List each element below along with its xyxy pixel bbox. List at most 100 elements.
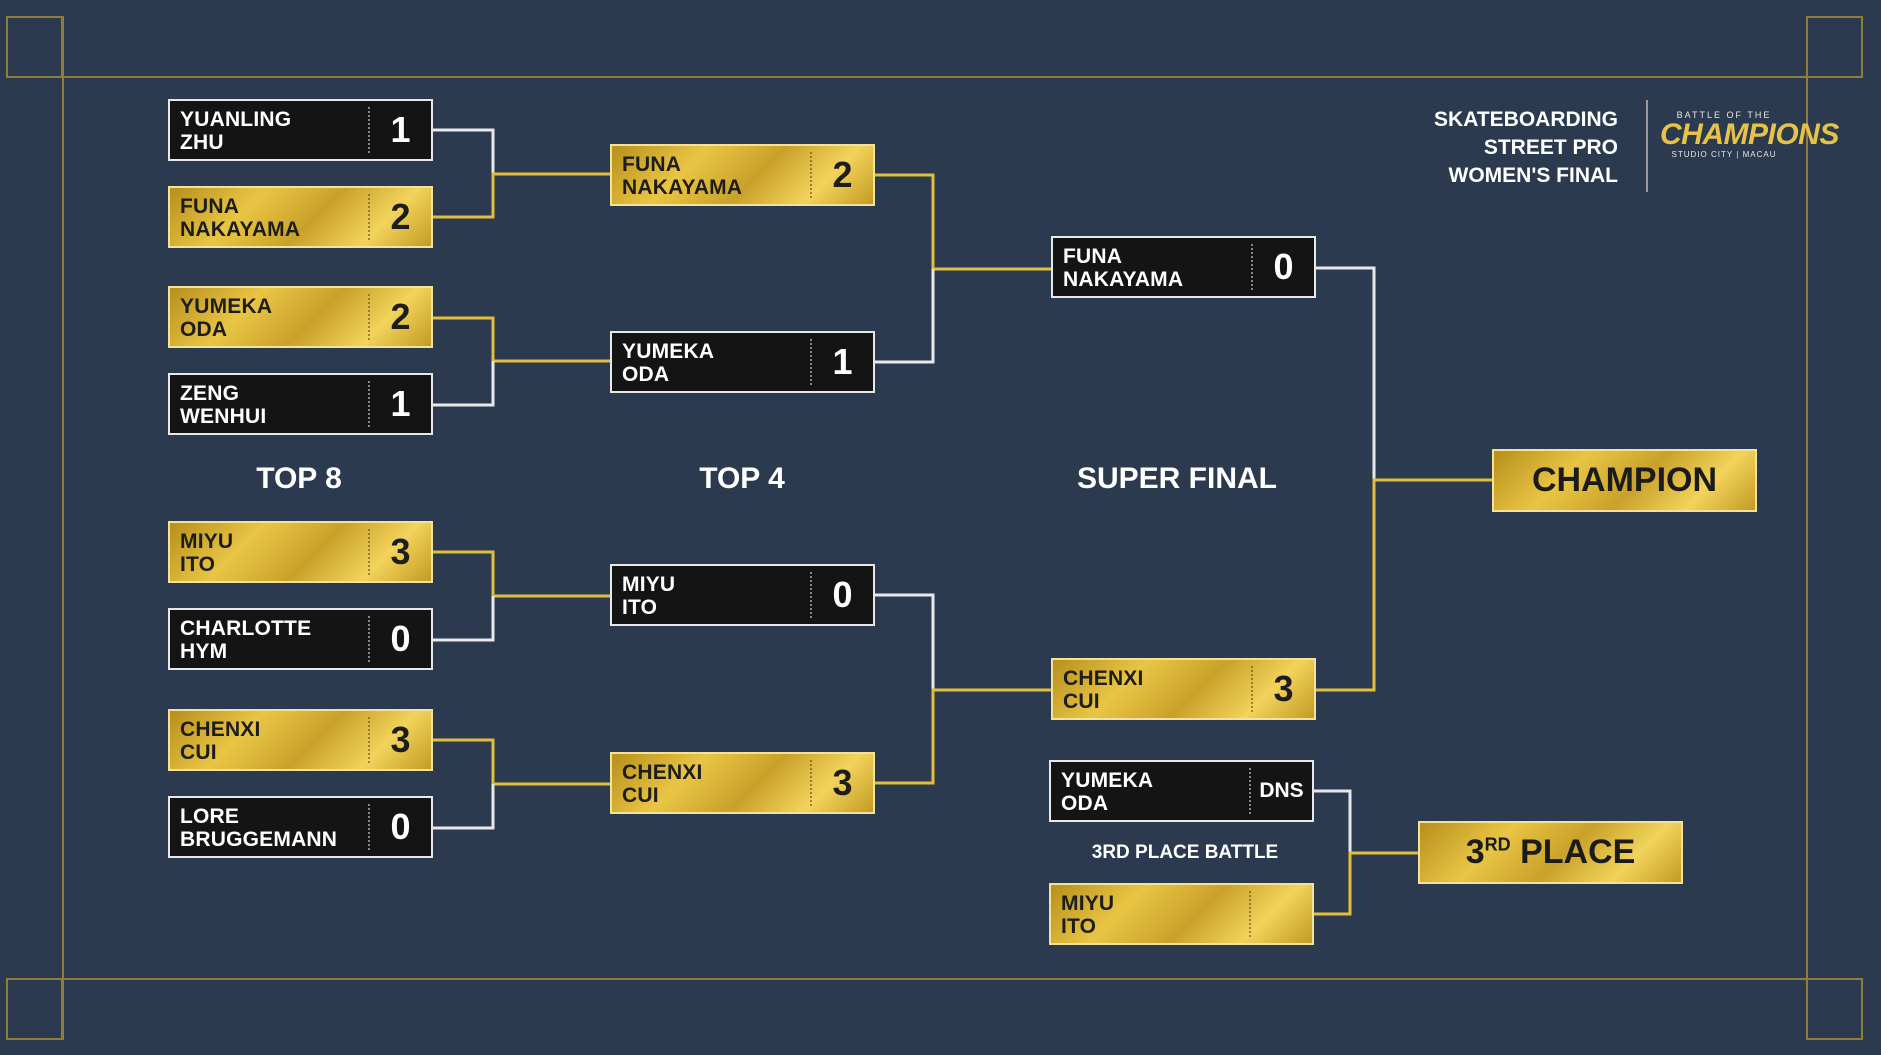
round-label-third-place-battle: 3RD PLACE BATTLE (1091, 842, 1279, 863)
top4-entry-4: CHENXI CUI 3 (610, 752, 875, 814)
connector-t8m2-winner (433, 316, 611, 363)
third-place-entry-2: MIYU ITO (1049, 883, 1314, 945)
top4-entry-2: YUMEKA ODA 1 (610, 331, 875, 393)
connector-t8m4-winner (433, 738, 611, 786)
champion-box: CHAMPION (1492, 449, 1757, 512)
athlete-score: 0 (390, 806, 411, 847)
third-place-box: 3RD PLACE (1418, 821, 1683, 884)
athlete-score: 3 (390, 719, 411, 760)
athlete-name: CHENXI CUI (1063, 667, 1144, 713)
athlete-score: 1 (390, 109, 411, 150)
score-divider (368, 194, 370, 240)
third-place-label: 3RD PLACE (1466, 833, 1636, 872)
top4-entry-1: FUNA NAKAYAMA 2 (610, 144, 875, 206)
athlete-name: MIYU ITO (622, 573, 676, 619)
score-divider (368, 107, 370, 153)
athlete-name: FUNA NAKAYAMA (180, 195, 301, 241)
athlete-name: CHENXI CUI (622, 761, 703, 807)
frame-border (6, 76, 1863, 980)
score-divider (810, 572, 812, 618)
score-divider (810, 339, 812, 385)
connector-t8m3-winner (433, 550, 611, 598)
athlete-score: 2 (390, 196, 411, 237)
score-divider (810, 152, 812, 198)
connector-t4m2-loser (875, 593, 935, 690)
connector-t4m2-winner (875, 688, 1052, 785)
score-divider (368, 804, 370, 850)
top8-entry-5: MIYU ITO 3 (168, 521, 433, 583)
score-divider (1251, 244, 1253, 290)
score-divider (368, 381, 370, 427)
top8-entry-4: ZENG WENHUI 1 (168, 373, 433, 435)
score-divider (1251, 666, 1253, 712)
top8-entry-1: YUANLING ZHU 1 (168, 99, 433, 161)
athlete-name: FUNA NAKAYAMA (622, 153, 743, 199)
logo-main-text: CHAMPIONS (1660, 118, 1839, 151)
event-title-line-3: WOMEN'S FINAL (1448, 164, 1618, 187)
connector-3rd-winner (1314, 851, 1418, 916)
connector-3rd-loser (1314, 789, 1352, 853)
athlete-score: 0 (1273, 246, 1294, 287)
top8-entry-7: CHENXI CUI 3 (168, 709, 433, 771)
round-label-top4: TOP 4 (699, 462, 785, 495)
title-divider (1646, 100, 1648, 192)
logo-bottom-text: STUDIO CITY | MACAU (1671, 150, 1777, 159)
score-divider (368, 529, 370, 575)
athlete-name: YUMEKA ODA (180, 295, 273, 341)
athlete-name: YUANLING ZHU (180, 108, 292, 154)
athlete-name: YUMEKA ODA (622, 340, 715, 386)
score-divider (1249, 891, 1251, 937)
round-label-top8: TOP 8 (256, 462, 342, 495)
top8-entry-8: LORE BRUGGEMANN 0 (168, 796, 433, 858)
athlete-score: 1 (390, 383, 411, 424)
top8-entry-3: YUMEKA ODA 2 (168, 286, 433, 348)
top8-entry-6: CHARLOTTE HYM 0 (168, 608, 433, 670)
champion-label: CHAMPION (1531, 461, 1718, 499)
connector-t8m1-loser (433, 128, 495, 174)
event-title-line-2: STREET PRO (1483, 136, 1618, 159)
connector-t8m1-winner (433, 172, 611, 219)
connector-t8m4-loser (433, 784, 495, 830)
logo-top-text: BATTLE OF THE (1676, 110, 1772, 120)
score-divider (810, 760, 812, 806)
connector-sf-winner (1316, 478, 1493, 692)
athlete-score: DNS (1259, 779, 1304, 802)
athlete-name: LORE BRUGGEMANN (180, 805, 338, 851)
athlete-score: 1 (832, 341, 853, 382)
frame-inner-border (62, 16, 1808, 1040)
round-label-super-final: SUPER FINAL (1076, 462, 1277, 495)
athlete-name: ZENG WENHUI (180, 382, 267, 428)
athlete-score: 2 (832, 154, 853, 195)
score-divider (1249, 768, 1251, 814)
connector-t8m2-loser (433, 361, 495, 407)
athlete-score: 3 (390, 531, 411, 572)
event-title: SKATEBOARDING STREET PRO WOMEN'S FINAL (1360, 106, 1618, 190)
third-place-number: 3 (1465, 833, 1485, 871)
battle-of-the-champions-logo: BATTLE OF THE CHAMPIONS STUDIO CITY | MA… (1660, 100, 1839, 200)
third-place-text: PLACE (1520, 833, 1636, 871)
athlete-score: 3 (1273, 668, 1294, 709)
athlete-score: 3 (832, 762, 853, 803)
connector-t4m1-winner (875, 173, 1052, 271)
third-place-entry-1: YUMEKA ODA DNS (1049, 760, 1314, 822)
super-final-entry-2: CHENXI CUI 3 (1051, 658, 1316, 720)
super-final-entry-1: FUNA NAKAYAMA 0 (1051, 236, 1316, 298)
score-divider (368, 717, 370, 763)
athlete-name: YUMEKA ODA (1061, 769, 1154, 815)
athlete-name: MIYU ITO (180, 530, 234, 576)
athlete-score: 2 (390, 296, 411, 337)
top8-entry-2: FUNA NAKAYAMA 2 (168, 186, 433, 248)
athlete-name: CHENXI CUI (180, 718, 261, 764)
athlete-name: FUNA NAKAYAMA (1063, 245, 1184, 291)
connector-sf-loser (1316, 266, 1376, 480)
score-divider (368, 616, 370, 662)
third-place-suffix: RD (1484, 834, 1511, 855)
event-title-line-1: SKATEBOARDING (1434, 108, 1618, 131)
score-divider (368, 294, 370, 340)
athlete-score (1251, 885, 1312, 943)
athlete-name: CHARLOTTE HYM (180, 617, 312, 663)
connector-t8m3-loser (433, 596, 495, 642)
athlete-score: 0 (832, 574, 853, 615)
top4-entry-3: MIYU ITO 0 (610, 564, 875, 626)
